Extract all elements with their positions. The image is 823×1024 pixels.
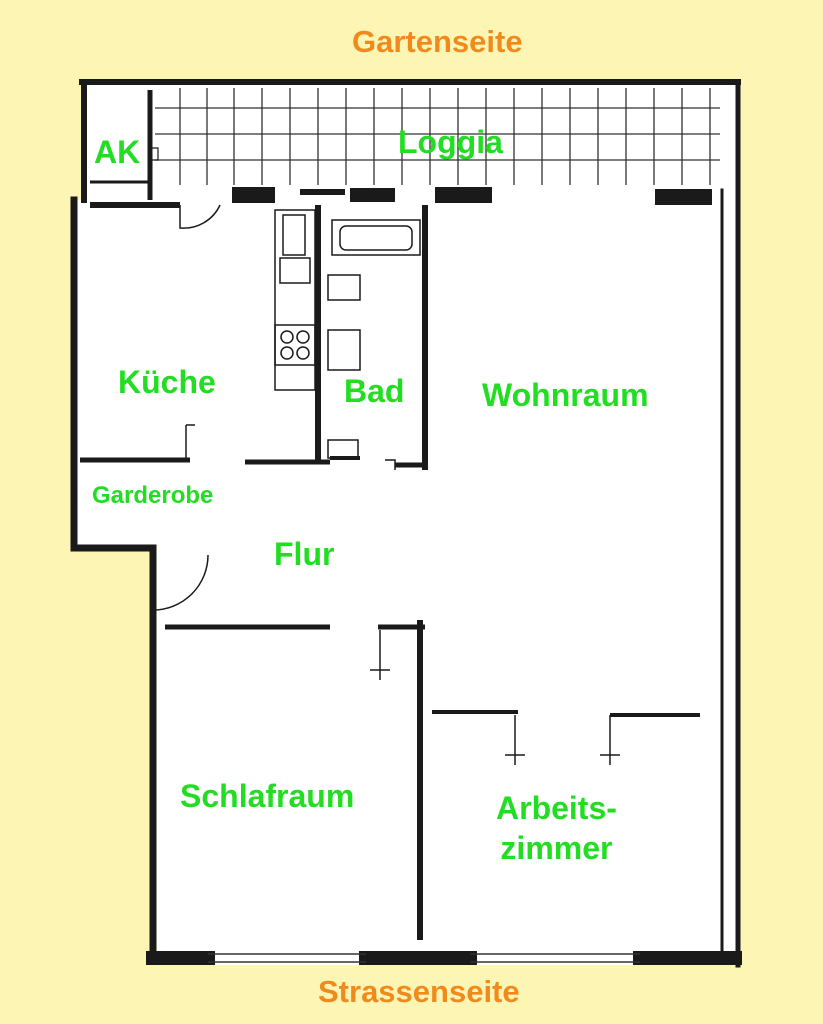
bathroom-fixtures bbox=[327, 219, 421, 459]
loggia-tiles bbox=[155, 88, 720, 185]
room-label-garderobe: Garderobe bbox=[92, 482, 214, 509]
outer-walls bbox=[70, 79, 742, 968]
room-label-schlafraum: Schlafraum bbox=[180, 778, 355, 814]
floor-area bbox=[72, 80, 740, 965]
room-label-arbeitszimmer: Arbeits- zimmer bbox=[496, 788, 617, 868]
ak-fixture bbox=[150, 147, 159, 161]
room-label-arbeitszimmer-line1: Arbeits- bbox=[496, 790, 617, 826]
room-label-flur: Flur bbox=[274, 536, 335, 572]
room-label-kueche: Küche bbox=[118, 364, 216, 400]
street-windows bbox=[208, 953, 640, 963]
interior-walls bbox=[80, 205, 700, 940]
garden-side-label: Gartenseite bbox=[352, 24, 523, 59]
room-label-loggia: Loggia bbox=[398, 124, 503, 160]
street-side-label: Strassenseite bbox=[318, 974, 520, 1009]
kitchen-fixtures bbox=[274, 209, 316, 391]
doors bbox=[152, 204, 620, 765]
room-label-arbeitszimmer-line2: zimmer bbox=[500, 830, 613, 866]
room-label-bad: Bad bbox=[344, 373, 405, 409]
loggia-wall bbox=[90, 90, 712, 208]
room-label-wohnraum: Wohnraum bbox=[482, 377, 649, 413]
room-label-ak: AK bbox=[94, 134, 141, 170]
